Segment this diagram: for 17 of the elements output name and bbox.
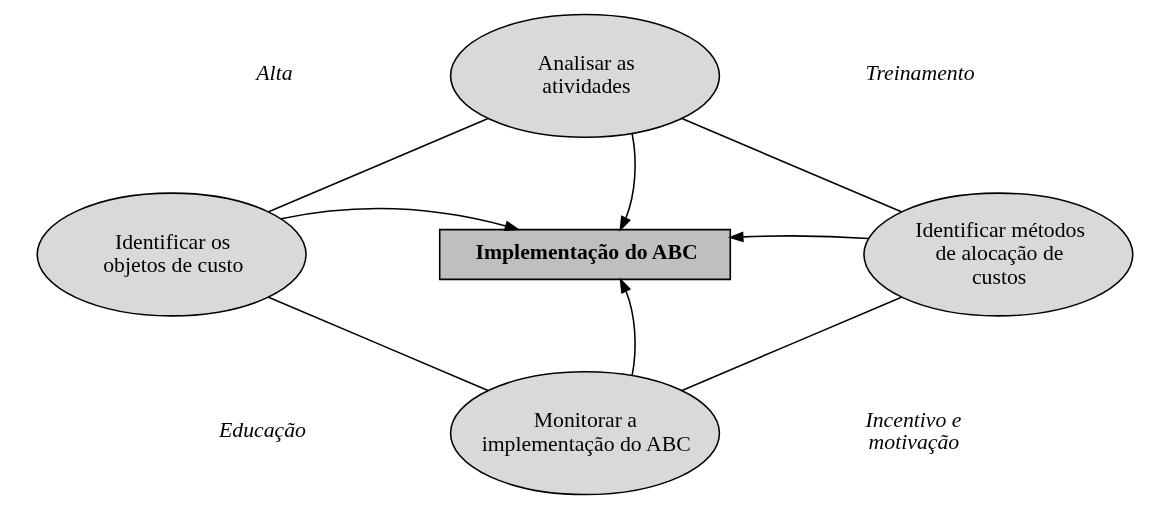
node-ellipse: Monitorar a implementação do ABC bbox=[449, 371, 721, 496]
label: Educação bbox=[219, 418, 306, 443]
label: Alta bbox=[256, 60, 293, 85]
connector bbox=[267, 296, 489, 392]
label: Treinamento bbox=[865, 60, 975, 85]
arrow bbox=[280, 207, 521, 232]
node-ellipse: Identificar métodos de alocação de custos bbox=[863, 192, 1134, 317]
node-ellipse: Identificar os objetos de custo bbox=[36, 192, 307, 317]
arrow bbox=[619, 132, 636, 232]
arrow bbox=[619, 277, 636, 376]
label: Incentivo e motivação bbox=[865, 408, 962, 455]
arrow bbox=[728, 231, 870, 243]
node-box: Implementação do ABC bbox=[438, 228, 732, 281]
connector bbox=[681, 117, 903, 213]
node-ellipse: Analisar as atividades bbox=[449, 13, 721, 138]
connector bbox=[267, 117, 489, 213]
connector bbox=[681, 296, 903, 392]
